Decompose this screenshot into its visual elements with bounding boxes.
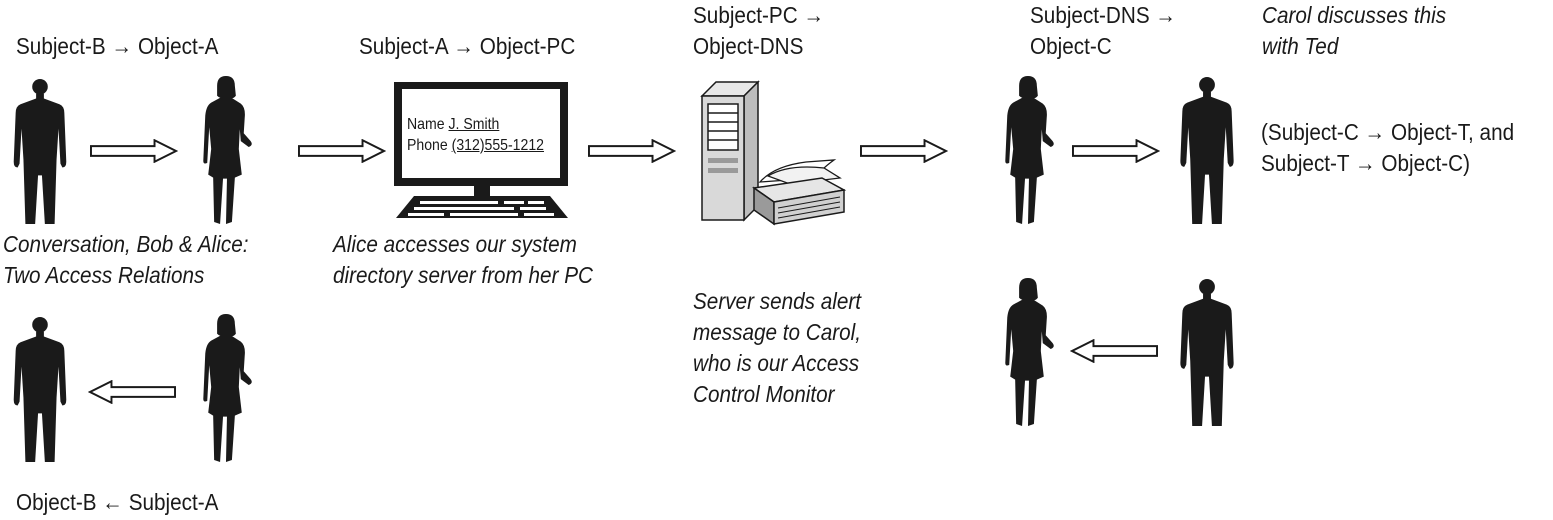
ted-figure-icon [1177,76,1237,224]
arrow-pc-to-server-icon [588,139,676,163]
arrow-alice-to-bob-icon [88,380,176,404]
monitor-form: Name J. Smith Phone (312)555-1212 [407,114,544,156]
alice-pc: Name J. Smith Phone (312)555-1212 [392,80,572,220]
form-phone-label: Phone [407,137,448,154]
caption-server-alert-line4: Control Monitor [693,381,835,407]
arrow-server-to-carol-icon [860,139,948,163]
caption-server-alert-line2: message to Carol, [693,319,861,345]
arrow-alice-to-pc-icon [298,139,386,163]
ted-figure-bottom-icon [1177,278,1237,426]
label-pc-to-dns-line1: Subject-PC → [693,2,825,28]
caption-server-alert-line3: who is our Access [693,350,860,376]
label-carol-ted-relations-line1: (Subject-C → Object-T, and [1261,119,1515,145]
label-bob-to-alice: Subject-B → Object-A [16,33,219,59]
alice-figure-bottom-icon [194,314,256,462]
form-phone-value: (312)555-1212 [451,137,545,154]
label-carol-ted-title-line1: Carol discusses this [1262,2,1447,28]
caption-conversation-line1: Conversation, Bob & Alice: [3,231,249,257]
alice-figure-icon [194,76,256,224]
label-dns-to-carol-line2: Object-C [1030,33,1112,59]
caption-server-alert-line1: Server sends alert [693,288,861,314]
monitor-icon [394,82,568,218]
label-pc-to-dns-line2: Object-DNS [693,33,804,59]
caption-server-alert: Server sends alert message to Carol, who… [693,286,861,410]
label-carol-ted-title: Carol discusses this with Ted [1262,0,1446,62]
monitor-form-name-row: Name J. Smith [407,114,544,135]
carol-figure-icon [996,76,1058,224]
bob-figure-icon [10,78,70,224]
label-dns-to-carol-line1: Subject-DNS → [1030,2,1177,28]
caption-conversation: Conversation, Bob & Alice: Two Access Re… [3,229,248,291]
caption-alice-access: Alice accesses our system directory serv… [333,229,593,291]
carol-figure-bottom-icon [996,278,1058,426]
arrow-bob-to-alice-icon [90,139,178,163]
caption-alice-access-line2: directory server from her PC [333,262,593,288]
arrow-ted-to-carol-icon [1070,339,1158,363]
label-carol-ted-relations: (Subject-C → Object-T, and Subject-T → O… [1261,117,1514,179]
label-dns-to-carol: Subject-DNS → Object-C [1030,0,1176,62]
monitor-form-phone-row: Phone (312)555-1212 [407,135,544,156]
form-name-label: Name [407,116,445,133]
label-pc-to-dns: Subject-PC → Object-DNS [693,0,824,62]
label-carol-ted-relations-line2: Subject-T → Object-C) [1261,150,1470,176]
form-name-value: J. Smith [448,116,500,133]
server-icon [700,80,847,226]
label-carol-ted-title-line2: with Ted [1262,33,1339,59]
label-alice-to-pc: Subject-A → Object-PC [359,33,576,59]
caption-conversation-line2: Two Access Relations [3,262,205,288]
label-alice-to-bob: Object-B ← Subject-A [16,489,219,515]
bob-figure-bottom-icon [10,316,70,462]
caption-alice-access-line1: Alice accesses our system [333,231,577,257]
arrow-carol-to-ted-icon [1072,139,1160,163]
